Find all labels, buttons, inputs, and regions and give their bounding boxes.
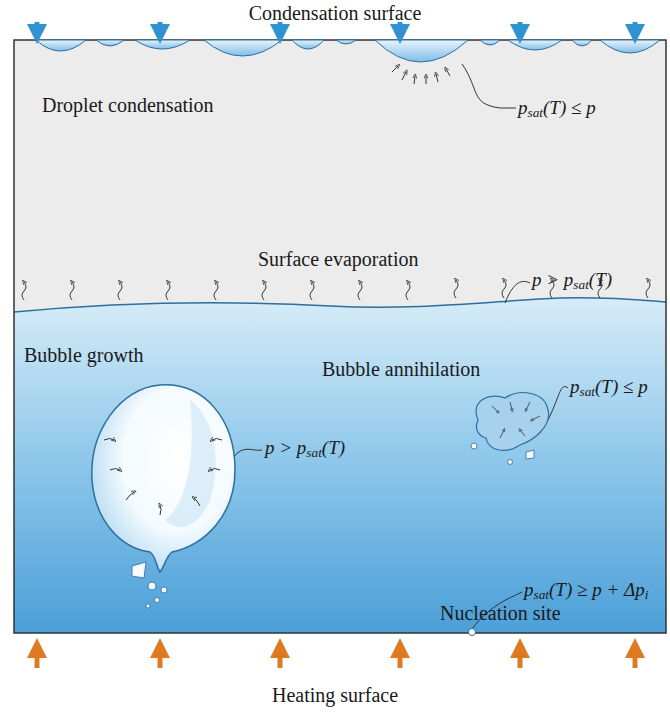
heating-arrow: [278, 648, 283, 668]
cooling-arrow: [35, 22, 40, 34]
heating-arrow: [398, 648, 403, 668]
evaporation-arrow: [310, 282, 314, 300]
equation-label: p > psat(T): [265, 438, 345, 461]
evaporation-arrow: [454, 280, 458, 298]
region-label: Bubble growth: [24, 344, 143, 366]
vapour-region: [14, 40, 666, 633]
equation-label: psat(T) ≤ p: [518, 98, 596, 121]
equation-label: p > psat(T): [532, 270, 612, 293]
region-label: Bubble annihilation: [322, 358, 480, 380]
collapsing-bubble: [471, 393, 549, 465]
droplets: [36, 40, 660, 62]
heating-arrow: [633, 648, 638, 668]
growing-bubble: [92, 385, 235, 608]
liquid-region: [14, 298, 666, 633]
evaporation-arrow: [646, 280, 650, 298]
surface-label: Condensation surface: [249, 2, 422, 24]
cooling-arrow: [518, 22, 523, 34]
evaporation-arrow: [406, 282, 410, 300]
site-label: Nucleation site: [440, 602, 561, 624]
equation-label: psat(T) ≤ p: [570, 377, 648, 400]
nucleation-site-dot: [469, 629, 476, 636]
evaporation-arrow: [262, 282, 266, 300]
evaporation-arrow: [502, 280, 506, 298]
heating-arrow: [158, 648, 163, 668]
evaporation-into-bubble: [104, 439, 222, 516]
cooling-arrow: [158, 22, 163, 34]
evaporation-arrow: [70, 282, 74, 300]
cooling-arrow: [633, 22, 638, 34]
region-label: Surface evaporation: [258, 248, 418, 270]
vessel-frame: [14, 40, 666, 633]
condensation-arrows: [392, 66, 450, 84]
heating-arrow: [35, 648, 40, 668]
region-label: Droplet condensation: [42, 94, 214, 116]
evaporation-arrow: [358, 282, 362, 300]
surface-label: Heating surface: [272, 684, 398, 706]
evaporation-arrow: [22, 282, 26, 300]
leader-lines: [226, 64, 568, 629]
evaporation-arrow: [118, 282, 122, 300]
liquid-surface: [14, 298, 666, 312]
heating-arrow: [518, 648, 523, 668]
evaporation-arrow: [166, 282, 170, 300]
equation-label: psat(T) ≥ p + Δpi: [524, 580, 648, 603]
evaporation-arrow: [214, 282, 218, 300]
condensation-in-bubble: [492, 402, 540, 438]
